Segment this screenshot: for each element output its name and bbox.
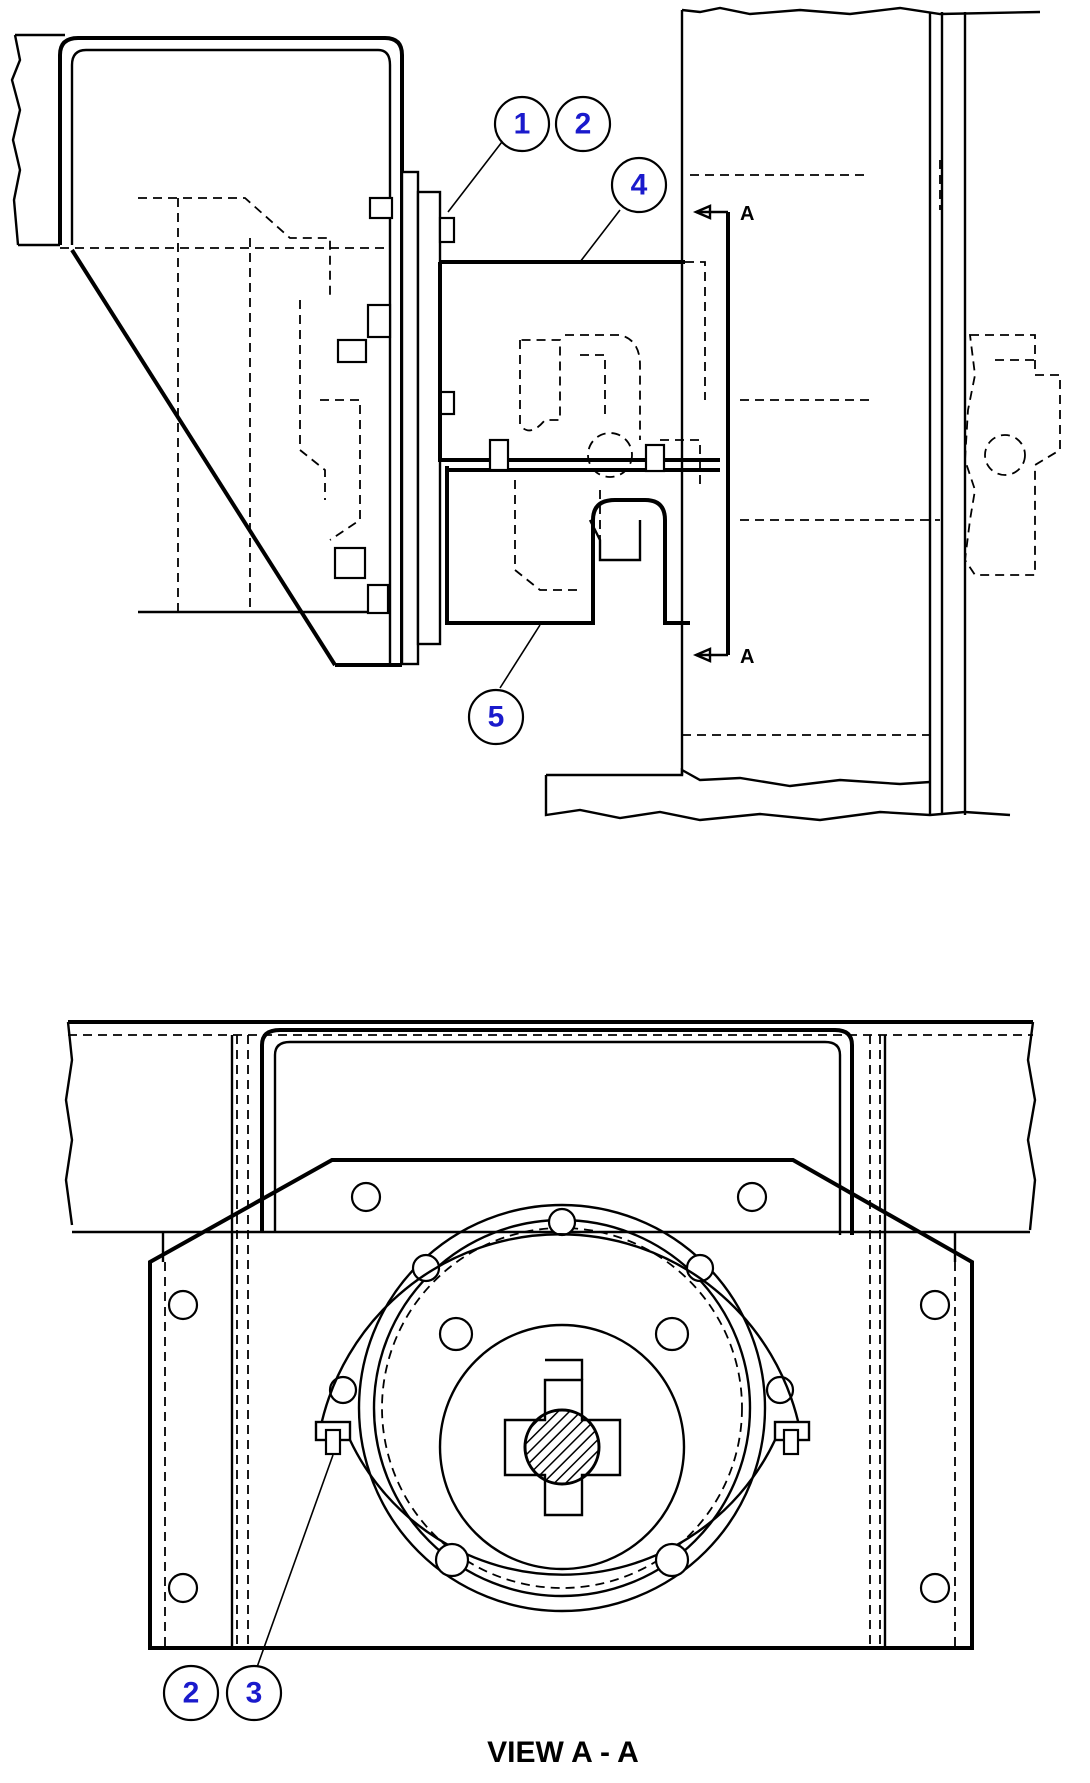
svg-text:4: 4 (631, 169, 648, 202)
callout-3: 3 (225, 1664, 283, 1722)
guard-bracket (58, 36, 404, 665)
shaft-section (523, 1408, 601, 1486)
right-frame-rail (681, 6, 1041, 16)
section-view-a-a (64, 1020, 1037, 1650)
svg-text:2: 2 (183, 1677, 200, 1710)
view-label: VIEW A - A (487, 1736, 639, 1769)
section-letter-bottom: A (740, 646, 754, 668)
side-view: A A (10, 6, 1061, 822)
bottom-callouts: 2 3 (162, 1454, 334, 1722)
callout-4: 4 (610, 156, 668, 214)
svg-text:2: 2 (575, 108, 592, 141)
coupling-housing (357, 1203, 767, 1613)
callout-2-bottom: 2 (162, 1664, 220, 1722)
svg-text:3: 3 (246, 1677, 263, 1710)
mounting-plate (400, 170, 420, 666)
callout-1: 1 (493, 95, 551, 153)
lower-guard-part-5 (445, 466, 690, 625)
left-frame-break-edge (10, 34, 22, 246)
clamp-upper-half (318, 1233, 802, 1431)
section-letter-top: A (740, 203, 754, 225)
top-callouts: 1 2 4 5 (447, 95, 668, 746)
svg-text:1: 1 (514, 108, 531, 141)
callout-5: 5 (467, 688, 525, 746)
upper-cover-part-4 (438, 262, 720, 462)
mounting-plate-front (148, 1158, 974, 1650)
svg-text:5: 5 (488, 701, 505, 734)
callout-2-top: 2 (554, 95, 612, 153)
